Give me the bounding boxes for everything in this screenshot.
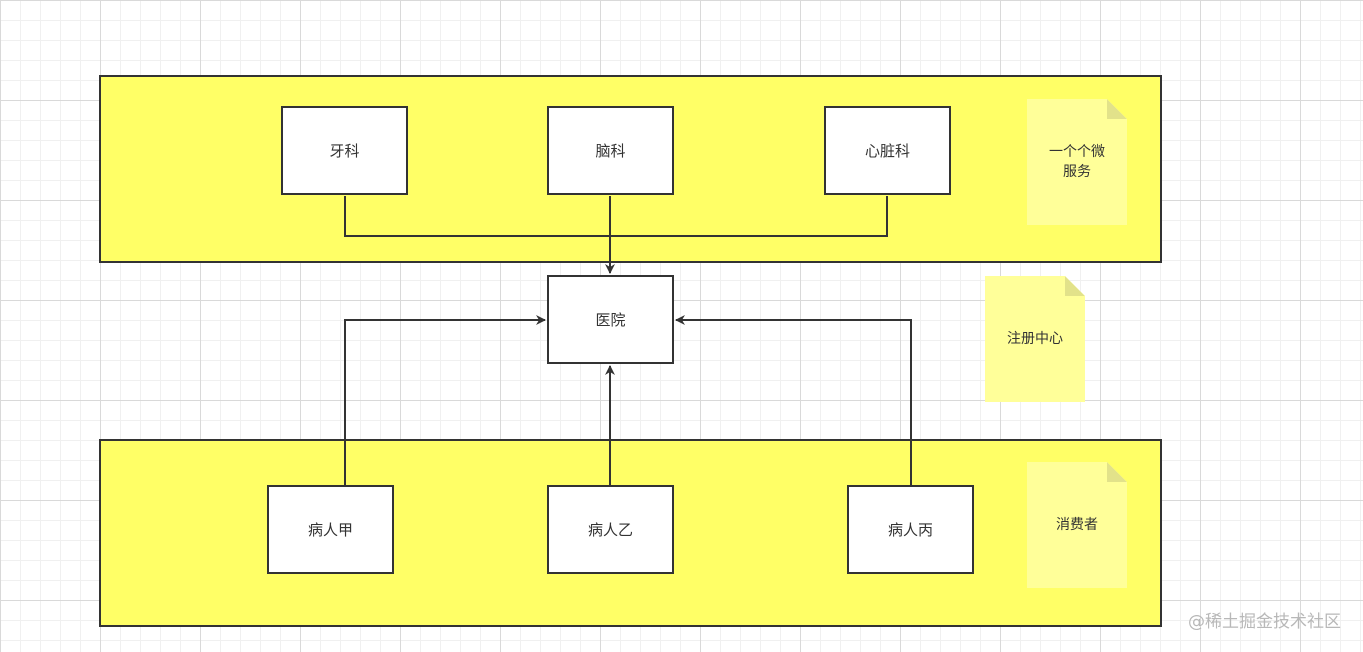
note-fold-icon [1065,276,1085,296]
registry-note-text: 注册中心 [1007,331,1063,347]
patient-a-node[interactable]: 病人甲 [267,485,394,574]
dental-dept-label: 牙科 [329,142,360,160]
microservices-note-text: 一个个微 服务 [1049,144,1105,180]
patient-b-node[interactable]: 病人乙 [547,485,674,574]
hospital-label: 医院 [595,311,626,329]
brain-dept-node[interactable]: 脑科 [547,106,674,195]
heart-dept-node[interactable]: 心脏科 [824,106,951,195]
registry-sticky-note[interactable]: 注册中心 [985,276,1085,402]
dental-dept-node[interactable]: 牙科 [281,106,408,195]
patient-a-label: 病人甲 [307,521,353,539]
brain-dept-label: 脑科 [595,142,626,160]
patient-c-label: 病人丙 [887,521,933,539]
heart-dept-label: 心脏科 [864,142,910,160]
patient-c-node[interactable]: 病人丙 [847,485,974,574]
consumers-note-text: 消费者 [1056,517,1098,533]
hospital-node[interactable]: 医院 [547,275,674,364]
microservices-sticky-note[interactable]: 一个个微 服务 [1027,99,1127,225]
patient-b-label: 病人乙 [587,521,633,539]
watermark: @稀土掘金技术社区 [1188,612,1341,632]
consumers-sticky-note[interactable]: 消费者 [1027,462,1127,588]
